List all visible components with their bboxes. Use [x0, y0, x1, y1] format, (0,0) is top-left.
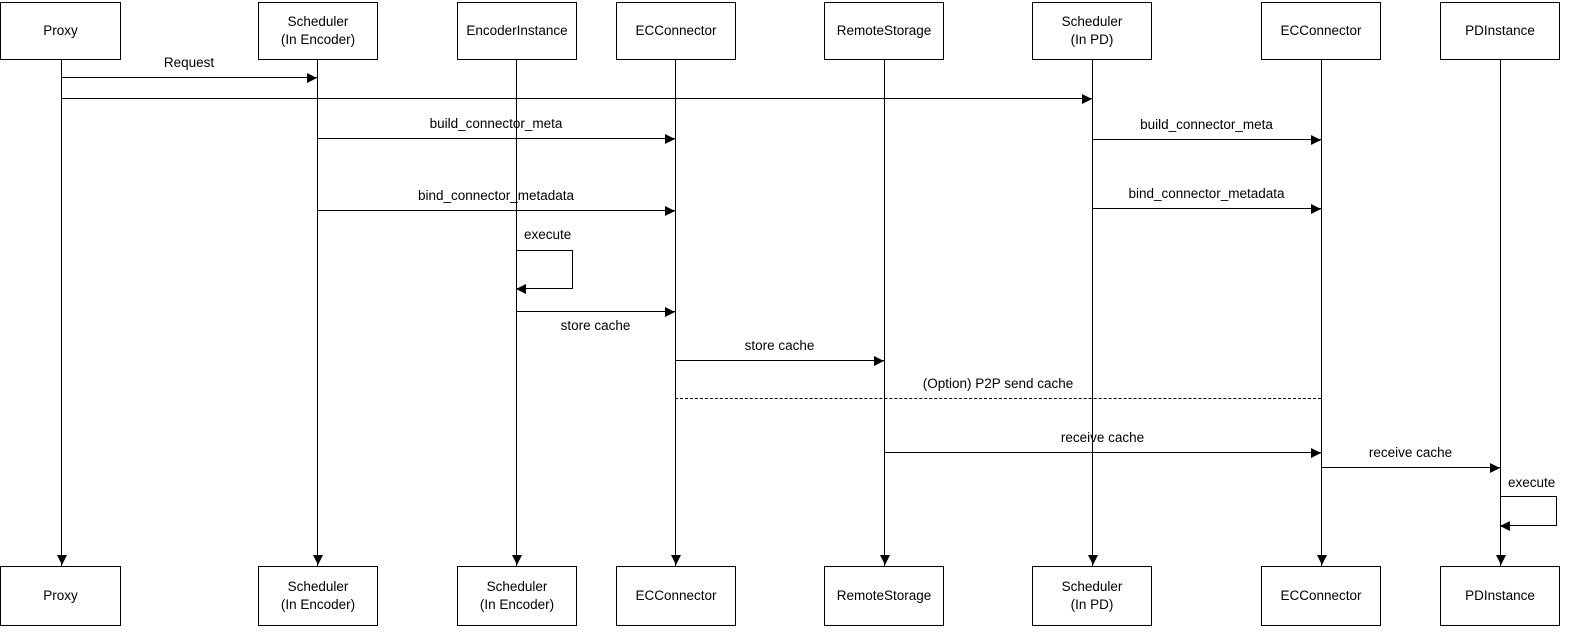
participant-label-line: RemoteStorage	[836, 22, 932, 38]
participant-label-line: RemoteStorage	[836, 587, 932, 603]
participant-label-line: (In PD)	[1070, 597, 1114, 612]
message-line-m11	[1321, 467, 1500, 468]
participant-label-line: (In Encoder)	[280, 597, 356, 612]
lifeline-end-arrow-icon-sched_pd	[1087, 555, 1098, 565]
participant-footer-ec_conn_pd: ECConnector	[1261, 566, 1381, 626]
message-line-m6	[1092, 208, 1321, 209]
self-message-label-s1: execute	[524, 227, 572, 242]
self-message-loop-s2	[1500, 496, 1557, 526]
participant-header-remote_store: RemoteStorage	[824, 2, 944, 60]
message-arrowhead-icon-m7	[665, 306, 675, 317]
message-line-m7	[516, 311, 675, 312]
message-label-m8: store cache	[744, 338, 815, 353]
participant-header-sched_enc: Scheduler (In Encoder)	[258, 2, 378, 60]
participant-label-line: PDInstance	[1465, 22, 1535, 38]
participant-footer-ec_conn_enc: ECConnector	[616, 566, 736, 626]
lifeline-end-arrow-icon-encoder_inst	[511, 555, 522, 565]
lifeline-end-arrow-icon-ec_conn_enc	[670, 555, 681, 565]
lifeline-end-arrow-icon-ec_conn_pd	[1316, 555, 1327, 565]
lifeline-end-arrow-icon-proxy	[56, 555, 67, 565]
lifeline-end-arrow-icon-pd_inst	[1495, 555, 1506, 565]
participant-header-proxy: Proxy	[0, 2, 121, 60]
message-line-m1	[61, 77, 317, 78]
message-label-m1: Request	[163, 55, 215, 70]
participant-header-encoder_inst: EncoderInstance	[457, 2, 577, 60]
participant-footer-sched_enc: Scheduler (In Encoder)	[258, 566, 378, 626]
message-line-m3	[317, 138, 675, 139]
message-arrowhead-icon-m8	[874, 355, 884, 366]
participant-label-line: Scheduler	[1061, 13, 1123, 29]
participant-label-line: Proxy	[43, 22, 78, 38]
self-message-loop-s1	[516, 250, 573, 289]
lifeline-ec_conn_pd	[1321, 60, 1322, 566]
lifeline-ec_conn_enc	[675, 60, 676, 566]
participant-label-line: EncoderInstance	[466, 22, 568, 38]
message-label-m7: store cache	[560, 318, 631, 333]
lifeline-encoder_inst	[516, 60, 517, 566]
participant-label-line: ECConnector	[1280, 587, 1362, 603]
participant-header-ec_conn_pd: ECConnector	[1261, 2, 1381, 60]
message-arrowhead-icon-m5	[665, 205, 675, 216]
participant-footer-sched_pd: Scheduler (In PD)	[1032, 566, 1152, 626]
participant-label-line: ECConnector	[635, 587, 717, 603]
message-label-m4: build_connector_meta	[1140, 117, 1273, 132]
message-line-m9	[675, 398, 1321, 399]
message-arrowhead-icon-m10	[1311, 447, 1321, 458]
participant-label-line: Proxy	[43, 587, 78, 603]
participant-label-line: ECConnector	[635, 22, 717, 38]
message-line-m10	[884, 452, 1321, 453]
participant-label-line: Scheduler	[287, 578, 349, 594]
self-message-label-s2: execute	[1508, 475, 1556, 490]
participant-footer-proxy: Proxy	[0, 566, 121, 626]
lifeline-sched_enc	[317, 60, 318, 566]
participant-label-line: (In Encoder)	[479, 597, 555, 612]
message-label-m9: (Option) P2P send cache	[922, 376, 1074, 391]
message-arrowhead-icon-m11	[1490, 462, 1500, 473]
message-label-m5: bind_connector_metadata	[417, 188, 575, 203]
participant-header-pd_inst: PDInstance	[1440, 2, 1560, 60]
participant-label-line: (In Encoder)	[280, 32, 356, 47]
message-line-m2	[61, 98, 1092, 99]
self-message-arrowhead-icon-s1	[516, 283, 526, 294]
participant-header-sched_pd: Scheduler (In PD)	[1032, 2, 1152, 60]
participant-label-line: Scheduler	[486, 578, 548, 594]
participant-label-line: Scheduler	[1061, 578, 1123, 594]
lifeline-sched_pd	[1092, 60, 1093, 566]
self-message-arrowhead-icon-s2	[1500, 520, 1510, 531]
message-arrowhead-icon-m1	[307, 72, 317, 83]
participant-label-line: ECConnector	[1280, 22, 1362, 38]
participant-label-line: (In PD)	[1070, 32, 1114, 47]
participant-footer-encoder_inst: Scheduler (In Encoder)	[457, 566, 577, 626]
message-line-m4	[1092, 139, 1321, 140]
participant-label-line: Scheduler	[287, 13, 349, 29]
participant-footer-remote_store: RemoteStorage	[824, 566, 944, 626]
message-line-m8	[675, 360, 884, 361]
lifeline-end-arrow-icon-remote_store	[879, 555, 890, 565]
participant-label-line: PDInstance	[1465, 587, 1535, 603]
lifeline-pd_inst	[1500, 60, 1501, 566]
lifeline-end-arrow-icon-sched_enc	[312, 555, 323, 565]
message-arrowhead-icon-m4	[1311, 134, 1321, 145]
message-arrowhead-icon-m3	[665, 133, 675, 144]
message-label-m11: receive cache	[1368, 445, 1453, 460]
lifeline-remote_store	[884, 60, 885, 566]
participant-header-ec_conn_enc: ECConnector	[616, 2, 736, 60]
message-label-m3: build_connector_meta	[429, 116, 563, 131]
message-label-m6: bind_connector_metadata	[1128, 186, 1285, 201]
lifeline-proxy	[61, 60, 62, 566]
participant-footer-pd_inst: PDInstance	[1440, 566, 1560, 626]
message-arrowhead-icon-m2	[1082, 93, 1092, 104]
message-label-m10: receive cache	[1060, 430, 1145, 445]
message-line-m5	[317, 210, 675, 211]
message-arrowhead-icon-m6	[1311, 203, 1321, 214]
